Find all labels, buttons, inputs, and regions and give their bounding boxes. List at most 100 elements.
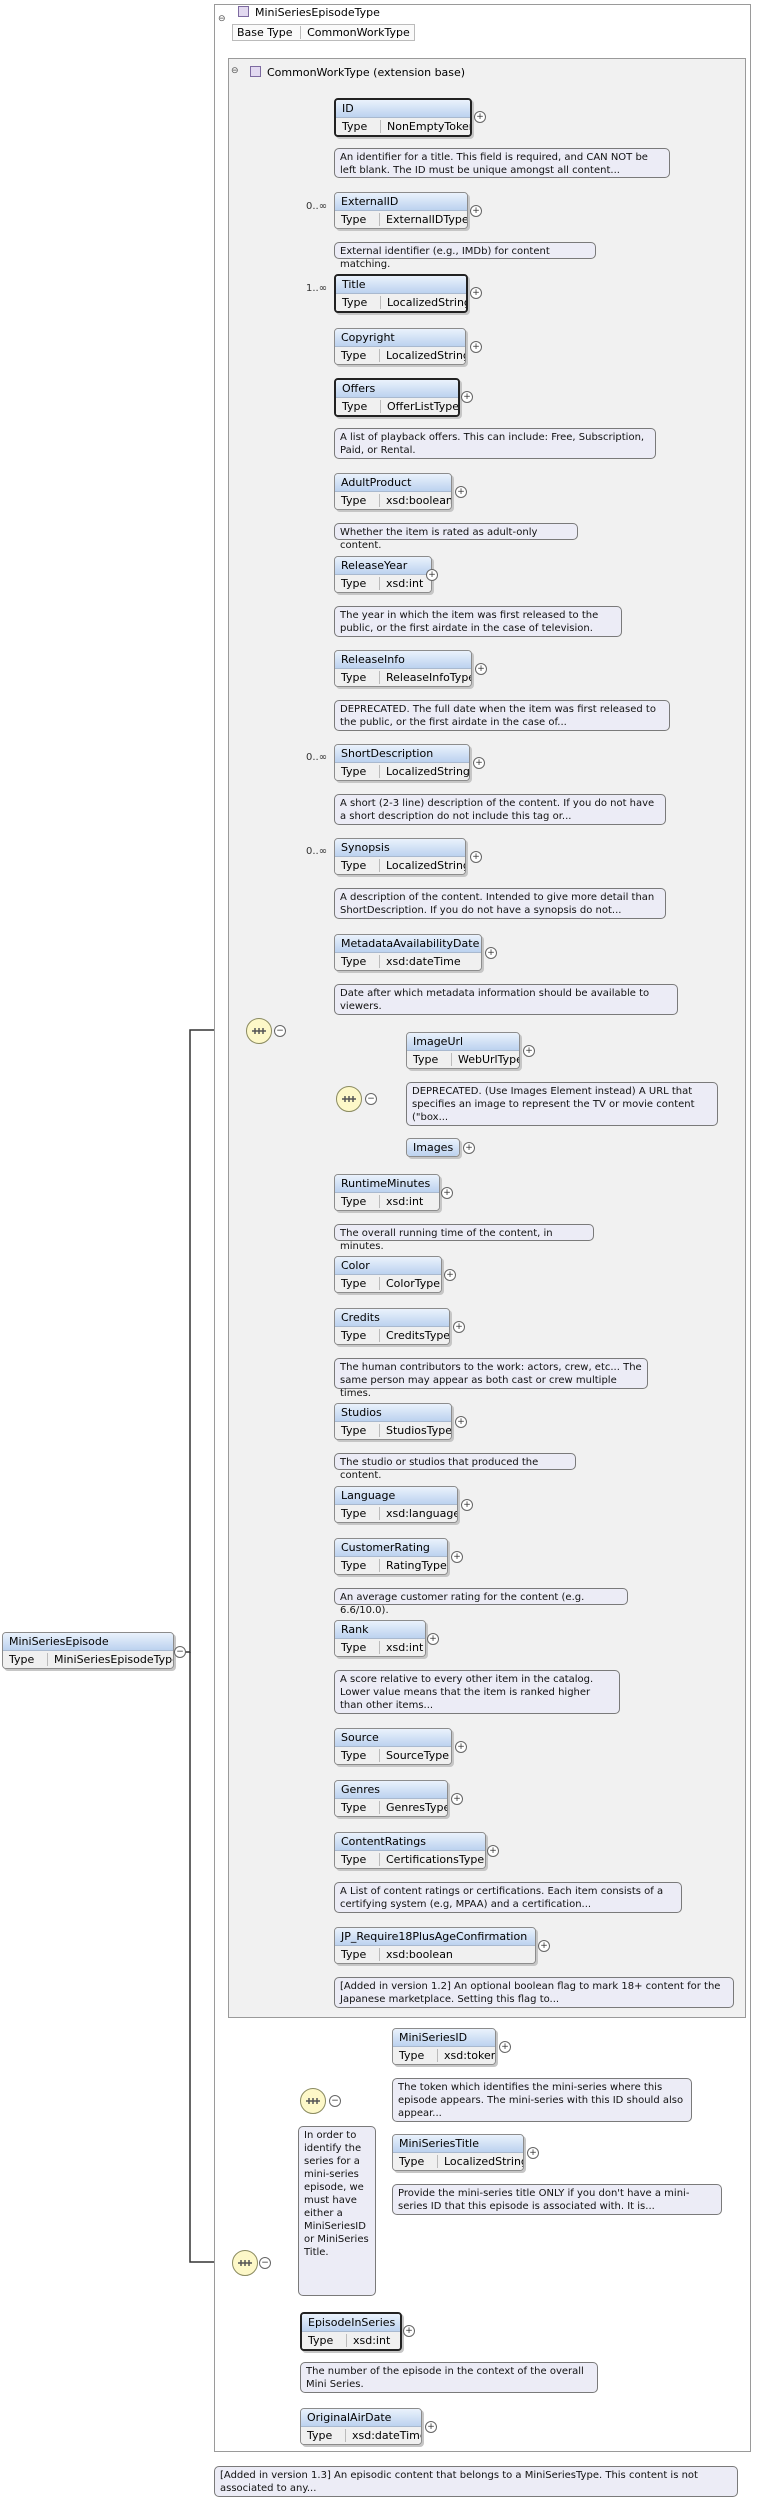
customerrating-documentation: An average customer rating for the conte… bbox=[334, 1588, 628, 1616]
expand-originalairdate-icon[interactable]: + bbox=[425, 2421, 437, 2433]
contentratings-documentation: A List of content ratings or certificati… bbox=[334, 1882, 682, 1913]
expand-offers-icon[interactable]: + bbox=[461, 391, 473, 403]
element-synopsis-name: Synopsis bbox=[335, 839, 465, 857]
expand-source-icon[interactable]: + bbox=[455, 1741, 467, 1753]
expand-synopsis-icon[interactable]: + bbox=[470, 851, 482, 863]
expand-copyright-icon[interactable]: + bbox=[470, 341, 482, 353]
expand-releaseinfo-icon[interactable]: + bbox=[475, 663, 487, 675]
expand-shortdescription-icon[interactable]: + bbox=[473, 757, 485, 769]
expand-title-icon[interactable]: + bbox=[470, 287, 482, 299]
choice-compositor-icon[interactable] bbox=[336, 1086, 362, 1112]
compositor-glyph-path bbox=[342, 1096, 356, 1102]
expand-imageurl-icon[interactable]: + bbox=[523, 1045, 535, 1057]
series-sequence-compositor-icon[interactable] bbox=[232, 2250, 258, 2276]
externalid-multiplicity: 0..∞ bbox=[306, 201, 328, 212]
expand-root-icon[interactable]: − bbox=[174, 1646, 186, 1658]
expand-contentratings-icon[interactable]: + bbox=[487, 1845, 499, 1857]
element-releaseinfo-type: ReleaseInfoType bbox=[379, 671, 471, 684]
element-images[interactable]: Images bbox=[406, 1138, 460, 1157]
collapse-sequence-icon[interactable]: − bbox=[274, 1025, 286, 1037]
expand-rank-icon[interactable]: + bbox=[427, 1633, 439, 1645]
expand-images-icon[interactable]: + bbox=[463, 1142, 475, 1154]
element-copyright-name: Copyright bbox=[335, 329, 465, 347]
element-releaseinfo-name: ReleaseInfo bbox=[335, 651, 471, 669]
expand-releaseyear-icon[interactable]: + bbox=[426, 569, 438, 581]
extension-title: CommonWorkType (extension base) bbox=[267, 66, 466, 79]
element-miniseriesid-type: xsd:token bbox=[437, 2049, 495, 2062]
type-label: Type bbox=[341, 1749, 367, 1762]
base-type-row: Base Type CommonWorkType bbox=[232, 24, 415, 41]
collapse-series-choice-icon[interactable]: − bbox=[329, 2095, 341, 2107]
element-synopsis[interactable]: Synopsis Type LocalizedString bbox=[334, 838, 466, 875]
element-metadataavailabilitydate-type: xsd:dateTime bbox=[379, 955, 461, 968]
expand-jp-require18plusageconfirmation-icon[interactable]: + bbox=[538, 1940, 550, 1952]
expand-runtimeminutes-icon[interactable]: + bbox=[441, 1187, 453, 1199]
expand-color-icon[interactable]: + bbox=[444, 1269, 456, 1281]
collapse-extension-icon[interactable]: ⊖ bbox=[231, 66, 239, 76]
type-label: Type bbox=[341, 1853, 367, 1866]
expand-language-icon[interactable]: + bbox=[461, 1499, 473, 1511]
expand-metadataavailabilitydate-icon[interactable]: + bbox=[485, 947, 497, 959]
expand-id-icon[interactable]: + bbox=[474, 111, 486, 123]
compositor-glyph bbox=[342, 1096, 356, 1102]
collapse-series-sequence-icon[interactable]: − bbox=[259, 2257, 271, 2269]
root-element-name: MiniSeriesEpisode bbox=[3, 1633, 173, 1651]
collapse-complex-type-icon[interactable]: ⊖ bbox=[218, 14, 226, 24]
element-id-type: NonEmptyToken bbox=[380, 120, 470, 133]
type-label: Type bbox=[399, 2155, 425, 2168]
expand-miniseriestitle-icon[interactable]: + bbox=[527, 2147, 539, 2159]
shortdescription-multiplicity: 0..∞ bbox=[306, 752, 328, 763]
element-shortdescription-type: LocalizedString bbox=[379, 765, 469, 778]
expand-credits-icon[interactable]: + bbox=[453, 1321, 465, 1333]
element-customerrating-type: RatingType bbox=[379, 1559, 447, 1572]
collapse-choice-icon[interactable]: − bbox=[365, 1093, 377, 1105]
expand-genres-icon[interactable]: + bbox=[451, 1793, 463, 1805]
type-label: Type bbox=[341, 859, 367, 872]
extension-type-icon bbox=[250, 66, 261, 77]
credits-documentation: The human contributors to the work: acto… bbox=[334, 1358, 648, 1399]
expand-externalid-icon[interactable]: + bbox=[470, 205, 482, 217]
element-synopsis-type: LocalizedString bbox=[379, 859, 465, 872]
type-label: Type bbox=[341, 1559, 367, 1572]
element-studios-type: StudiosType bbox=[379, 1424, 451, 1437]
expand-customerrating-icon[interactable]: + bbox=[451, 1551, 463, 1563]
sequence-compositor-icon[interactable] bbox=[246, 1018, 272, 1044]
type-label: Type bbox=[342, 296, 368, 309]
shortdescription-documentation: A short (2-3 line) description of the co… bbox=[334, 794, 666, 825]
base-type-value: CommonWorkType bbox=[300, 26, 410, 39]
series-choice-compositor-icon[interactable] bbox=[300, 2088, 326, 2114]
expand-adultproduct-icon[interactable]: + bbox=[455, 486, 467, 498]
expand-episodeinseries-icon[interactable]: + bbox=[403, 2325, 415, 2337]
compositor-glyph-path bbox=[306, 2098, 320, 2104]
expand-studios-icon[interactable]: + bbox=[455, 1416, 467, 1428]
expand-miniseriesid-icon[interactable]: + bbox=[499, 2041, 511, 2053]
element-credits-type: CreditsType bbox=[379, 1329, 449, 1342]
